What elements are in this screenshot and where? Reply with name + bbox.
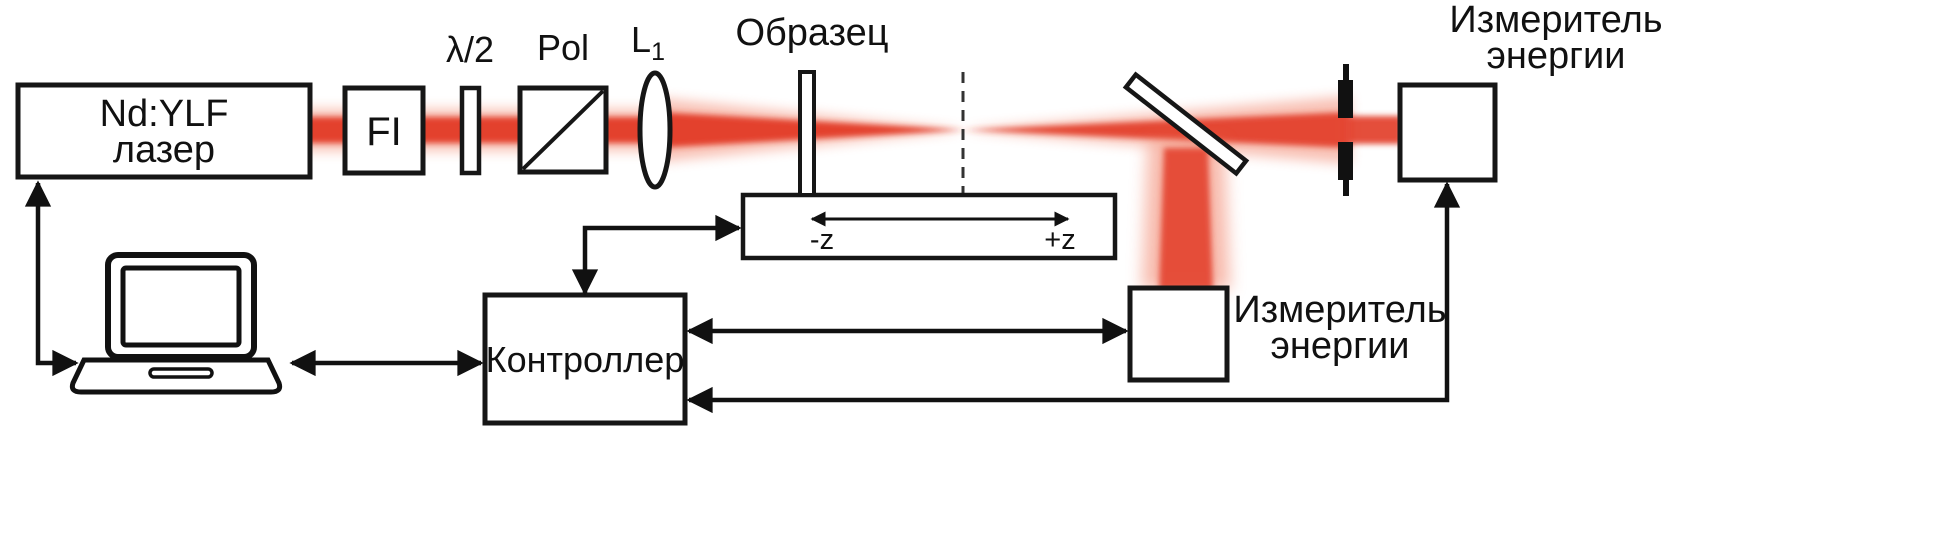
controller-label: Контроллер [486,339,685,380]
laptop-icon [69,252,283,395]
laser-label-line2: лазер [113,129,215,171]
aperture-stem-top [1343,64,1349,82]
polarizer-label: Pol [537,27,589,68]
lens-label: L1 [631,19,665,66]
controller-box [482,292,688,426]
arrow-laptop-laser [24,180,79,377]
control-arrows [24,180,1461,414]
translation-stage: -z +z [740,192,1118,261]
lens-l1 [637,70,673,190]
faraday-isolator-box [342,85,426,176]
energy-meter-top-box [1397,82,1498,183]
beam-diverging-core [963,112,1350,148]
arrow-controller-energy-meter-top [686,181,1461,414]
beam-through-aperture [1346,116,1402,144]
energy-meter-top-label-line2: энергии [1487,35,1626,77]
aperture-blade-top [1338,80,1353,118]
energy-meter-top-label-line1: Измеритель [1449,0,1662,41]
arrow-controller-stage [571,214,742,296]
lens-label-subscript: 1 [651,38,665,66]
energy-meter-bottom-label-line2: энергии [1271,325,1410,367]
laptop-trackpad-slot [148,367,214,379]
half-wave-plate [459,85,482,176]
faraday-isolator-label: FI [366,110,402,154]
aperture-stem-bottom [1343,178,1349,196]
polarizer-diagonal [521,89,605,171]
laptop-screen-inner [120,265,242,348]
laser-box [15,82,313,180]
sample-label: Образец [735,12,888,54]
lens-label-main: L [631,19,651,60]
beam-reflected-core [1159,148,1213,290]
stage-minus-z-label: -z [810,224,834,256]
beam-splitter-plate [1122,71,1250,177]
aperture-blade-bottom [1338,142,1353,180]
stage-plus-z-label: +z [1044,224,1075,256]
sample-plate [798,70,816,197]
energy-meter-bottom-box [1127,285,1230,383]
half-wave-plate-label: λ/2 [446,29,494,70]
laser-label-line1: Nd:YLF [100,93,229,135]
